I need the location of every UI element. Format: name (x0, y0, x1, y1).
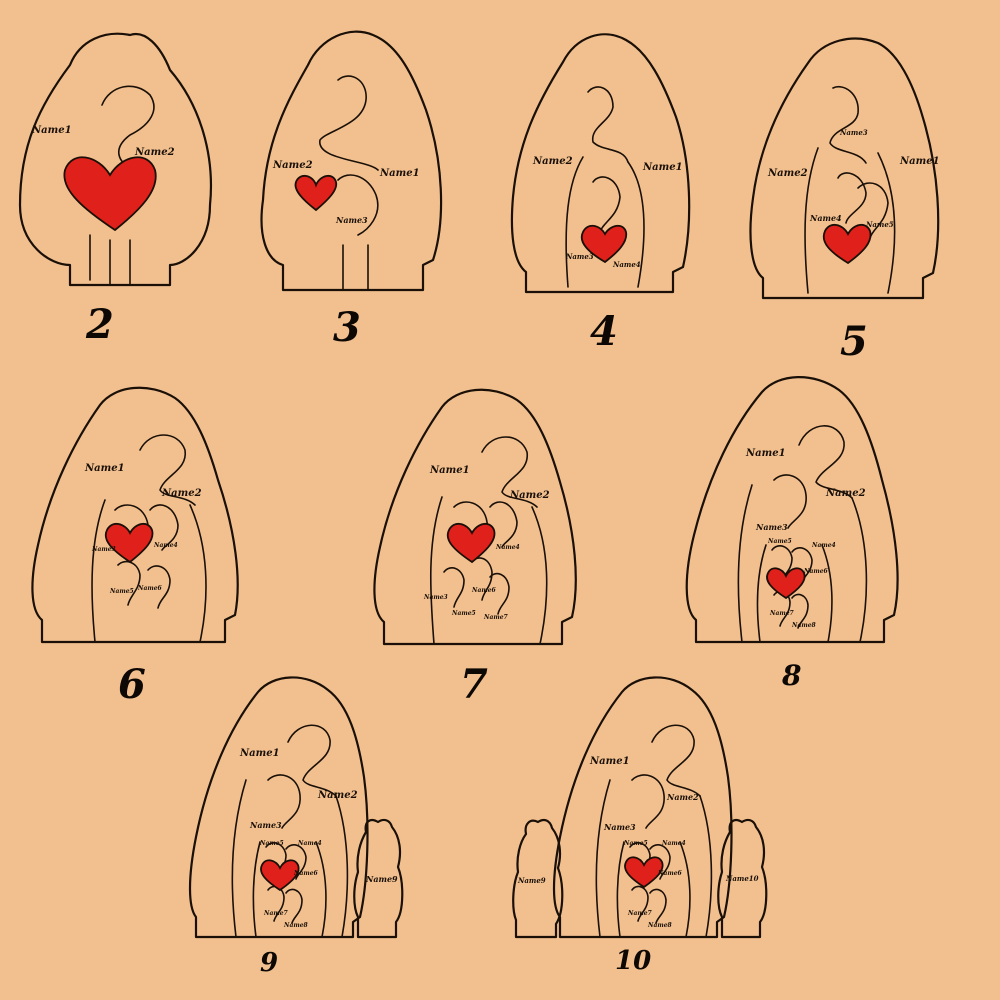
name-label-3: Name3 (756, 522, 788, 532)
name-label-2: Name2 (768, 168, 808, 179)
name-label-9: Name9 (366, 874, 398, 884)
variant-count-label-6: 6 (118, 661, 146, 708)
puzzle-variant-7: Name1 Name2 Name3 Name4 Name5 Name6 Name… (372, 382, 582, 650)
puzzle-variant-2: Name1 Name2 (10, 25, 220, 290)
name-label-2: Name2 (510, 490, 550, 501)
variant-count-label-5: 5 (840, 318, 868, 365)
name-label-4: Name4 (810, 213, 842, 223)
name-label-1: Name1 (430, 465, 470, 476)
name-label-6: Name6 (294, 870, 318, 877)
name-label-3: Name3 (840, 128, 868, 137)
puzzle-variant-3: Name1 Name2 Name3 (258, 20, 448, 295)
variant-count-label-2: 2 (86, 301, 114, 348)
name-label-3: Name3 (424, 594, 448, 601)
name-label-2: Name2 (533, 156, 573, 167)
bear-outline-5 (749, 37, 940, 300)
bear-outline-4 (510, 33, 691, 294)
name-label-1: Name1 (85, 463, 125, 474)
name-label-6: Name6 (804, 568, 828, 575)
name-label-8: Name8 (648, 922, 672, 929)
bear-outline-6 (31, 386, 239, 644)
name-label-5: Name5 (866, 220, 894, 229)
name-label-2: Name2 (162, 488, 202, 499)
bear-outline-8 (685, 376, 899, 644)
name-label-2: Name2 (826, 488, 866, 499)
name-label-1: Name1 (380, 168, 420, 179)
name-label-4: Name4 (154, 542, 178, 549)
name-label-4: Name4 (662, 840, 686, 847)
variant-count-label-7: 7 (460, 661, 488, 708)
name-label-5: Name5 (624, 840, 648, 847)
name-label-2: Name2 (318, 790, 358, 801)
bear-outline-2 (18, 32, 213, 287)
name-label-7: Name7 (484, 614, 508, 621)
variant-count-label-10: 10 (615, 946, 652, 976)
name-label-2: Name2 (273, 160, 313, 171)
name-label-7: Name7 (264, 910, 288, 917)
name-label-1: Name1 (900, 156, 940, 167)
variant-count-label-4: 4 (590, 308, 618, 355)
bear-outline-9 (188, 676, 404, 939)
name-label-4: Name4 (812, 542, 836, 549)
name-label-8: Name8 (792, 622, 816, 629)
name-label-4: Name4 (613, 260, 641, 269)
name-label-2: Name2 (135, 147, 175, 158)
name-label-3: Name3 (604, 822, 636, 832)
name-label-8: Name8 (284, 922, 308, 929)
name-label-5: Name5 (260, 840, 284, 847)
name-label-10: Name10 (726, 874, 759, 883)
name-label-9: Name9 (518, 876, 546, 885)
name-label-6: Name6 (472, 587, 496, 594)
puzzle-variant-5: Name1 Name2 Name3 Name4 Name5 (748, 28, 948, 303)
name-label-1: Name1 (590, 756, 630, 767)
name-label-3: Name3 (566, 252, 594, 261)
name-label-1: Name1 (240, 748, 280, 759)
variant-count-label-9: 9 (260, 948, 279, 978)
puzzle-variant-9: Name1 Name2 Name3 Name4 Name5 Name6 Name… (188, 672, 410, 942)
name-label-6: Name6 (138, 585, 162, 592)
name-label-1: Name1 (32, 125, 72, 136)
name-label-7: Name7 (628, 910, 652, 917)
name-label-4: Name4 (298, 840, 322, 847)
puzzle-variant-4: Name1 Name2 Name3 Name4 (508, 22, 698, 297)
name-label-4: Name4 (496, 544, 520, 551)
name-label-5: Name5 (452, 610, 476, 617)
bear-outline-10 (512, 676, 768, 939)
puzzle-variant-6: Name1 Name2 Name3 Name4 Name5 Name6 (30, 380, 250, 648)
bear-outline-3 (260, 30, 443, 292)
name-label-1: Name1 (746, 448, 786, 459)
name-label-5: Name5 (768, 538, 792, 545)
variant-count-label-3: 3 (333, 304, 361, 351)
variant-count-label-8: 8 (782, 659, 802, 692)
bear-outline-7 (373, 388, 577, 646)
name-label-7: Name7 (770, 610, 794, 617)
name-label-6: Name6 (658, 870, 682, 877)
name-label-2: Name2 (667, 792, 699, 802)
name-label-1: Name1 (643, 162, 683, 173)
puzzle-variant-8: Name1 Name2 Name3 Name4 Name5 Name6 Name… (684, 370, 904, 648)
name-label-3: Name3 (92, 546, 116, 553)
name-label-5: Name5 (110, 588, 134, 595)
name-label-3: Name3 (250, 820, 282, 830)
name-label-3: Name3 (336, 215, 368, 225)
puzzle-variant-10: Name1 Name2 Name3 Name4 Name5 Name6 Name… (512, 672, 774, 942)
